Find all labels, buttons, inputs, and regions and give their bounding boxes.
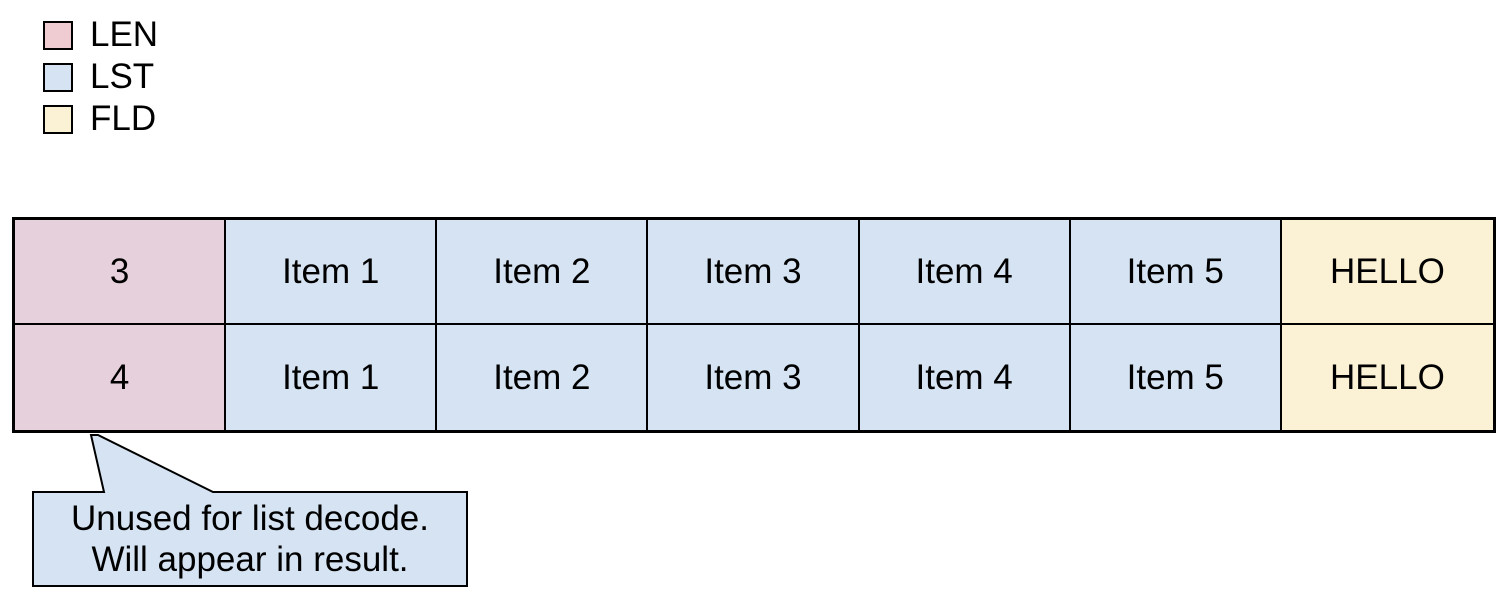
table-cell-len: 3 [15, 220, 227, 325]
legend-item-fld: FLD [43, 99, 158, 138]
table-cell-item: Item 2 [437, 325, 649, 430]
legend-label-lst: LST [90, 57, 155, 96]
table-cell-item: Item 5 [1070, 220, 1282, 325]
legend-label-fld: FLD [90, 99, 157, 138]
table-cell-item: Item 3 [648, 220, 860, 325]
table-cell-item: Item 4 [859, 325, 1071, 430]
table-cell-item: Item 3 [648, 325, 860, 430]
table-cell-item: Item 4 [859, 220, 1071, 325]
lst-color-swatch [43, 62, 73, 92]
fld-color-swatch [43, 104, 73, 134]
legend-label-len: LEN [90, 15, 159, 54]
table-cell-len: 4 [15, 325, 227, 430]
legend: LEN LST FLD [43, 15, 159, 146]
callout-line-2: Will appear in result. [91, 540, 409, 579]
len-color-swatch [43, 20, 73, 50]
table-cell-fld: HELLO [1281, 325, 1493, 430]
legend-item-lst: LST [43, 57, 158, 96]
table-cell-item: Item 1 [226, 220, 438, 325]
table-cell-item: Item 2 [437, 220, 649, 325]
callout-shape [32, 434, 468, 587]
legend-item-len: LEN [43, 15, 159, 54]
table-cell-fld: HELLO [1281, 220, 1493, 325]
callout-line-1: Unused for list decode. [71, 499, 429, 538]
encoding-table: 3 Item 1 Item 2 Item 3 Item 4 Item 5 HEL… [12, 217, 1496, 433]
table-cell-item: Item 1 [226, 325, 438, 430]
table-cell-item: Item 5 [1070, 325, 1282, 430]
callout-note: Unused for list decode. Will appear in r… [33, 492, 467, 586]
